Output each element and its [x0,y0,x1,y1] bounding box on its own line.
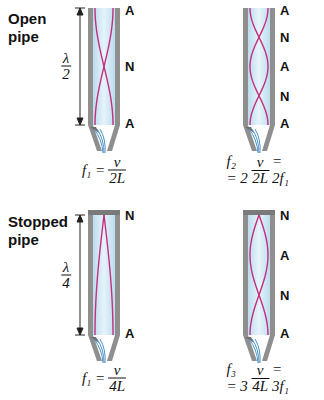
pipe-stopper [243,210,275,215]
air-jet [252,339,259,363]
denominator: 4 [61,275,71,291]
fraction: λ4 [61,260,71,291]
frequency-formula: f₁ =v4L [82,363,126,394]
denominator: 2 [61,66,71,82]
standing-wave [95,8,113,125]
node-letter: A [280,326,289,341]
fraction: v4L [108,363,126,394]
node-letter: N [280,208,289,223]
mouthpiece [262,335,275,361]
numerator: v [257,155,264,170]
fraction: v4L [251,363,269,394]
standing-wave [104,215,113,335]
numerator: v [114,363,121,378]
node-letter: N [280,288,289,303]
denominator: 2L [108,170,126,186]
formula-text: f₁ = [82,370,105,387]
node-letter: A [280,59,289,74]
air-jet [252,129,259,153]
denominator: 4L [251,378,269,394]
pipe-wall [88,215,93,335]
formula-text: = 3f₁ [272,361,291,395]
wavelength-fraction: λ2 [59,50,73,83]
air-column [248,8,270,125]
pipe-wall [270,8,275,125]
air-jet [97,129,104,153]
dimension-line [80,215,81,335]
formula-text: = 2f₁ [272,153,291,187]
numerator: λ [63,51,70,66]
node-letter: N [125,59,134,74]
arrowhead [77,215,83,222]
pipe-wall [243,215,248,335]
standing-wave [95,8,113,125]
wavelength-fraction: λ4 [59,259,73,292]
node-letter: A [125,3,134,18]
pipe-wall [270,215,275,335]
node-letter: N [125,208,134,223]
frequency-formula: f₂ = 2v2L= 2f₁ [227,153,292,187]
standing-wave [250,8,268,125]
numerator: λ [63,260,70,275]
node-letter: N [280,89,289,104]
standing-wave [250,8,268,125]
node-letter: A [280,3,289,18]
mouthpiece [107,125,120,151]
denominator: 2L [251,170,269,186]
formula-text: f₂ = 2 [227,153,249,187]
numerator: v [114,155,121,170]
node-letter: A [125,326,134,341]
formula-text: f₁ = [82,162,105,179]
numerator: v [257,363,264,378]
standing-wave [250,215,268,335]
arrowhead [77,118,83,125]
arrowhead [77,328,83,335]
air-jet [255,129,260,153]
air-column [248,215,270,335]
node-letter: A [125,116,134,131]
pipe-type-label: Open pipe [8,10,58,46]
formula-text: f₃ = 3 [227,361,249,395]
frequency-formula: f₁ =v2L [82,155,126,186]
pipe-wall [115,215,120,335]
fraction: v2L [251,155,269,186]
air-jet [100,339,105,363]
fraction: λ2 [61,51,71,82]
pipe-type-label: Stopped pipe [8,213,72,249]
air-jet [255,339,260,363]
air-jet [97,339,104,363]
mouthpiece [107,335,120,361]
air-jet [100,129,105,153]
arrowhead [77,8,83,15]
standing-wave [250,215,268,335]
pipe-wall [88,8,93,125]
air-column [93,8,115,125]
pipe-wall [243,8,248,125]
air-column [93,215,115,335]
mouthpiece [262,125,275,151]
fraction: v2L [108,155,126,186]
pipe-wall [115,8,120,125]
frequency-formula: f₃ = 3v4L= 3f₁ [227,361,292,395]
pipe-stopper [88,210,120,215]
node-letter: N [280,30,289,45]
node-letter: A [280,116,289,131]
standing-wave [95,215,104,335]
dimension-line [80,8,81,125]
node-letter: A [280,248,289,263]
denominator: 4L [108,378,126,394]
